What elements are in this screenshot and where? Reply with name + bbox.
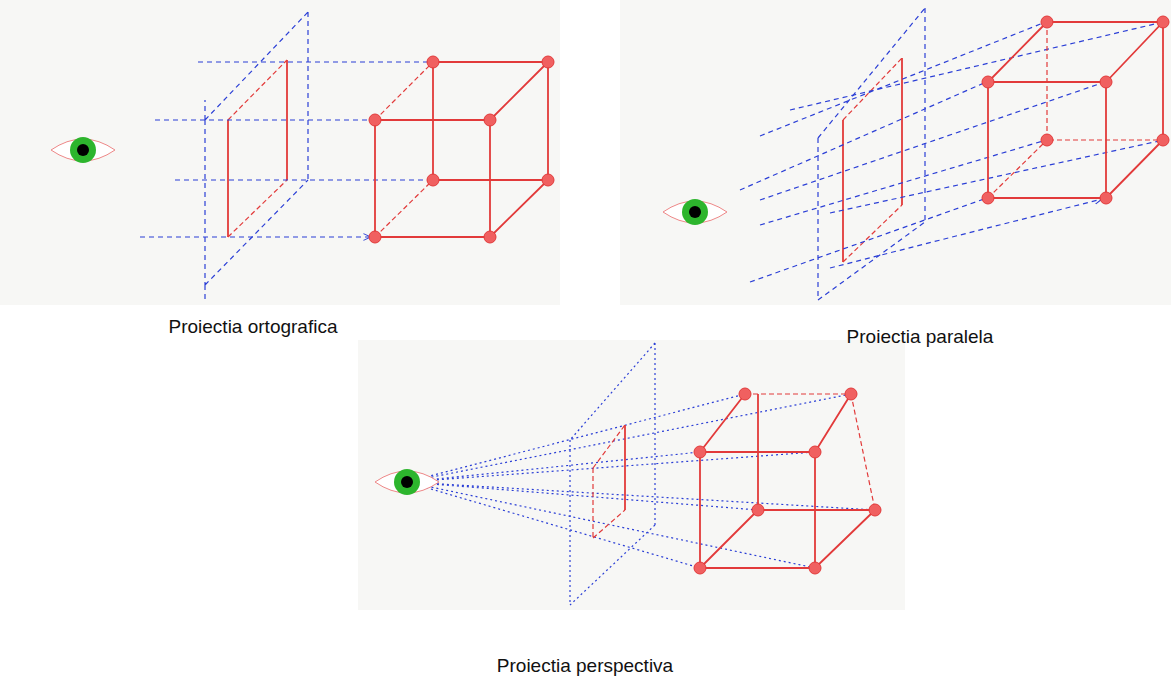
parallel-figure xyxy=(663,8,1169,300)
caption-label: Proiectia perspectiva xyxy=(497,655,673,677)
perspective-figure xyxy=(375,343,881,605)
panel-ground xyxy=(358,340,905,610)
panel-ground xyxy=(0,0,560,305)
panel-ground xyxy=(620,0,1171,305)
orthographic-figure xyxy=(51,12,554,300)
caption-label: Proiectia paralela xyxy=(847,326,994,348)
caption-label: Proiectia ortografica xyxy=(169,316,338,338)
